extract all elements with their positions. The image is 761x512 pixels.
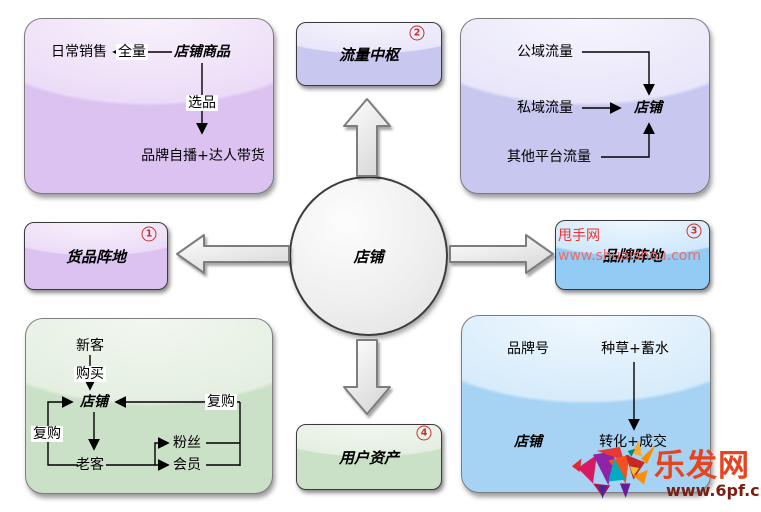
panel-goods-detail bbox=[24, 18, 274, 194]
center-shop-circle: 店铺 bbox=[289, 176, 448, 336]
self-broadcast-text: 品牌自播+达人带货 bbox=[141, 147, 265, 164]
selection-label: 选品 bbox=[186, 94, 218, 112]
brand-account-text: 品牌号 bbox=[507, 340, 549, 357]
private-traffic-text: 私域流量 bbox=[517, 99, 573, 116]
old-customer-text: 老客 bbox=[76, 456, 104, 473]
seeding-text: 种草+蓄水 bbox=[601, 340, 669, 357]
public-traffic-text: 公域流量 bbox=[517, 43, 573, 60]
brand-base-label: 品牌阵地 bbox=[602, 246, 663, 265]
conversion-text: 转化+成交 bbox=[599, 433, 667, 450]
block-arrow-right-icon bbox=[449, 234, 554, 274]
panel-traffic-detail bbox=[460, 18, 710, 194]
repurchase-left-label: 复购 bbox=[31, 425, 63, 443]
block-arrow-down-icon bbox=[343, 339, 391, 415]
new-customer-text: 新客 bbox=[76, 337, 104, 354]
center-shop-label: 店铺 bbox=[353, 247, 384, 266]
watermark-lefa: 乐发网 www.6pf.cn bbox=[568, 420, 761, 508]
block-arrow-left-icon bbox=[176, 234, 290, 274]
lefa-site-name: 乐发网 bbox=[654, 448, 750, 484]
member-text: 会员 bbox=[173, 456, 201, 473]
badge-3-icon: 3 bbox=[686, 223, 702, 239]
watermark-shuaishou: 甩手网 www.shuaishou.com bbox=[558, 227, 701, 266]
lefa-site-url: www.6pf.cn bbox=[666, 481, 761, 500]
traffic-shop-text: 店铺 bbox=[634, 99, 662, 116]
purchase-label: 购买 bbox=[74, 365, 106, 383]
user-assets-label: 用户资产 bbox=[338, 448, 399, 467]
shuaishou-site-url: www.shuaishou.com bbox=[558, 247, 701, 264]
traffic-hub-label: 流量中枢 bbox=[338, 45, 399, 64]
shuaishou-site-name: 甩手网 bbox=[558, 228, 600, 244]
box-brand-base: 品牌阵地 bbox=[555, 220, 710, 290]
badge-2-icon: 2 bbox=[409, 25, 425, 41]
full-volume-label: 全量 bbox=[116, 43, 148, 61]
other-platform-traffic-text: 其他平台流量 bbox=[507, 148, 591, 165]
block-arrow-up-icon bbox=[343, 98, 391, 177]
fans-text: 粉丝 bbox=[173, 434, 201, 451]
badge-1-icon: 1 bbox=[141, 226, 157, 242]
shop-goods-text: 店铺商品 bbox=[174, 43, 230, 60]
daily-sales-text: 日常销售 bbox=[51, 43, 107, 60]
users-shop-text: 店铺 bbox=[80, 393, 108, 410]
repurchase-right-label: 复购 bbox=[205, 393, 237, 411]
badge-4-icon: 4 bbox=[416, 425, 432, 441]
brand-shop-text: 店铺 bbox=[514, 433, 542, 450]
goods-base-label: 货品阵地 bbox=[65, 247, 126, 266]
bull-logo-icon bbox=[571, 441, 656, 499]
